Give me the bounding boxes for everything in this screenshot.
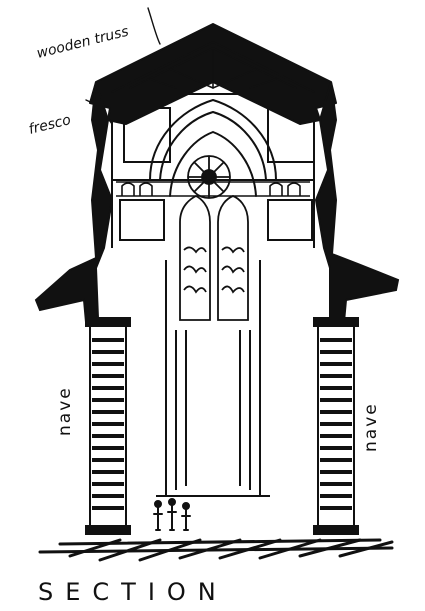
section-title: SECTION	[38, 578, 228, 606]
pointed-arch	[149, 98, 277, 197]
lancet-windows	[179, 194, 249, 321]
nave-label-right: nave	[361, 402, 381, 452]
nave-label-left: nave	[55, 386, 75, 436]
apse-opening	[156, 260, 270, 497]
wooden-truss	[129, 47, 297, 89]
human-figures	[153, 498, 191, 531]
ground-hatching	[38, 538, 394, 562]
black-wall-mass-right	[314, 81, 400, 324]
column-right	[313, 317, 359, 535]
column-left	[85, 317, 131, 535]
annotation-wooden-truss: wooden truss	[35, 24, 130, 62]
annotation-fresco: fresco	[27, 112, 72, 138]
leader-lines	[85, 7, 161, 125]
rose-window	[187, 155, 231, 199]
arcade-band	[116, 181, 310, 197]
black-wall-mass-left	[34, 81, 114, 324]
